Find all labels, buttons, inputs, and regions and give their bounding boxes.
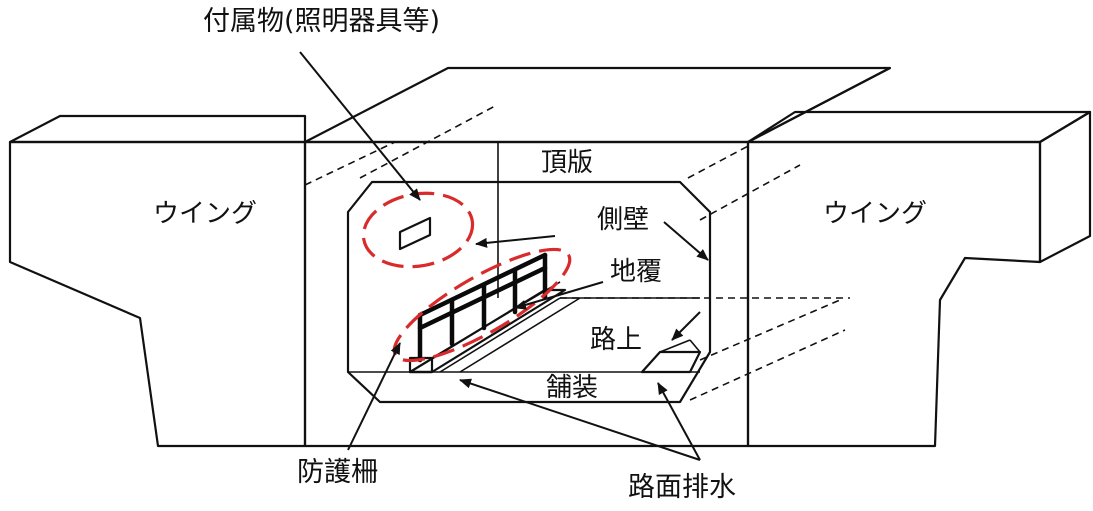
pavement-label: 舗装 — [546, 373, 598, 403]
top-slab-label: 頂版 — [541, 148, 593, 178]
guard-fence-label: 防護柵 — [297, 457, 378, 488]
road-surface-label: 路上 — [590, 325, 642, 355]
guard-fence — [417, 252, 548, 363]
right-wing — [746, 110, 1092, 448]
right-curb — [640, 339, 702, 374]
wing-right-label: ウイング — [823, 199, 927, 229]
accessories-label: 付属物(照明器具等) — [203, 6, 440, 37]
curb-label: 地覆 — [610, 257, 662, 287]
left-wing — [8, 114, 307, 448]
highlight-ellipses — [361, 191, 572, 363]
side-wall-label: 側壁 — [597, 205, 649, 235]
culvert-body — [303, 66, 892, 448]
fence-highlight — [392, 247, 572, 363]
road-structure — [439, 297, 700, 373]
fixture-highlight — [361, 191, 475, 269]
leader-lines — [299, 51, 709, 461]
road-drainage-label: 路面排水 — [628, 472, 736, 503]
light-fixture — [398, 216, 432, 251]
wing-left-label: ウイング — [153, 199, 257, 229]
